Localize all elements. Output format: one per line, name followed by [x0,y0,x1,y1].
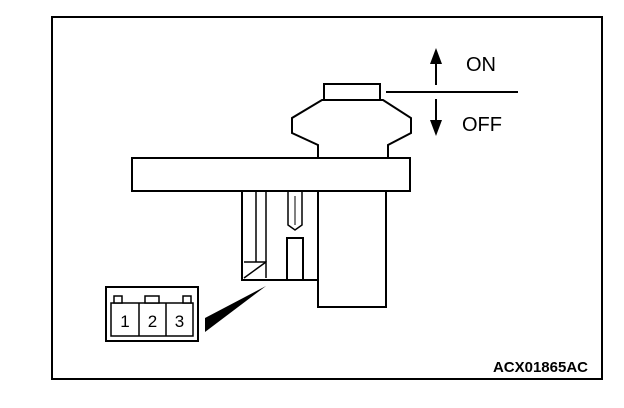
on-label: ON [466,54,496,76]
pin-label: 3 [175,312,184,331]
knob-cap [323,83,381,101]
off-label: OFF [462,114,502,136]
housing-latch-diagonal [243,261,267,279]
terminal-pin-tip [286,237,304,281]
connector-face: 1 2 3 [105,286,199,342]
on-off-indicator: ON OFF [386,48,518,136]
switch-knob [291,83,412,159]
connector-key-center [144,295,160,304]
down-arrow-icon [430,120,442,136]
housing-right-block [317,189,387,308]
terminal-pin-outline [287,192,303,231]
figure-code: ACX01865AC [493,359,588,376]
connector-key-right [182,295,192,304]
housing-left-block [241,189,319,281]
mounting-panel [131,157,411,192]
pin-label: 1 [120,312,129,331]
knob-body [291,99,412,159]
up-arrow-icon [430,48,442,64]
connector-key-left [113,295,123,304]
connector-pointer [205,286,266,332]
pin-label: 2 [148,312,157,331]
